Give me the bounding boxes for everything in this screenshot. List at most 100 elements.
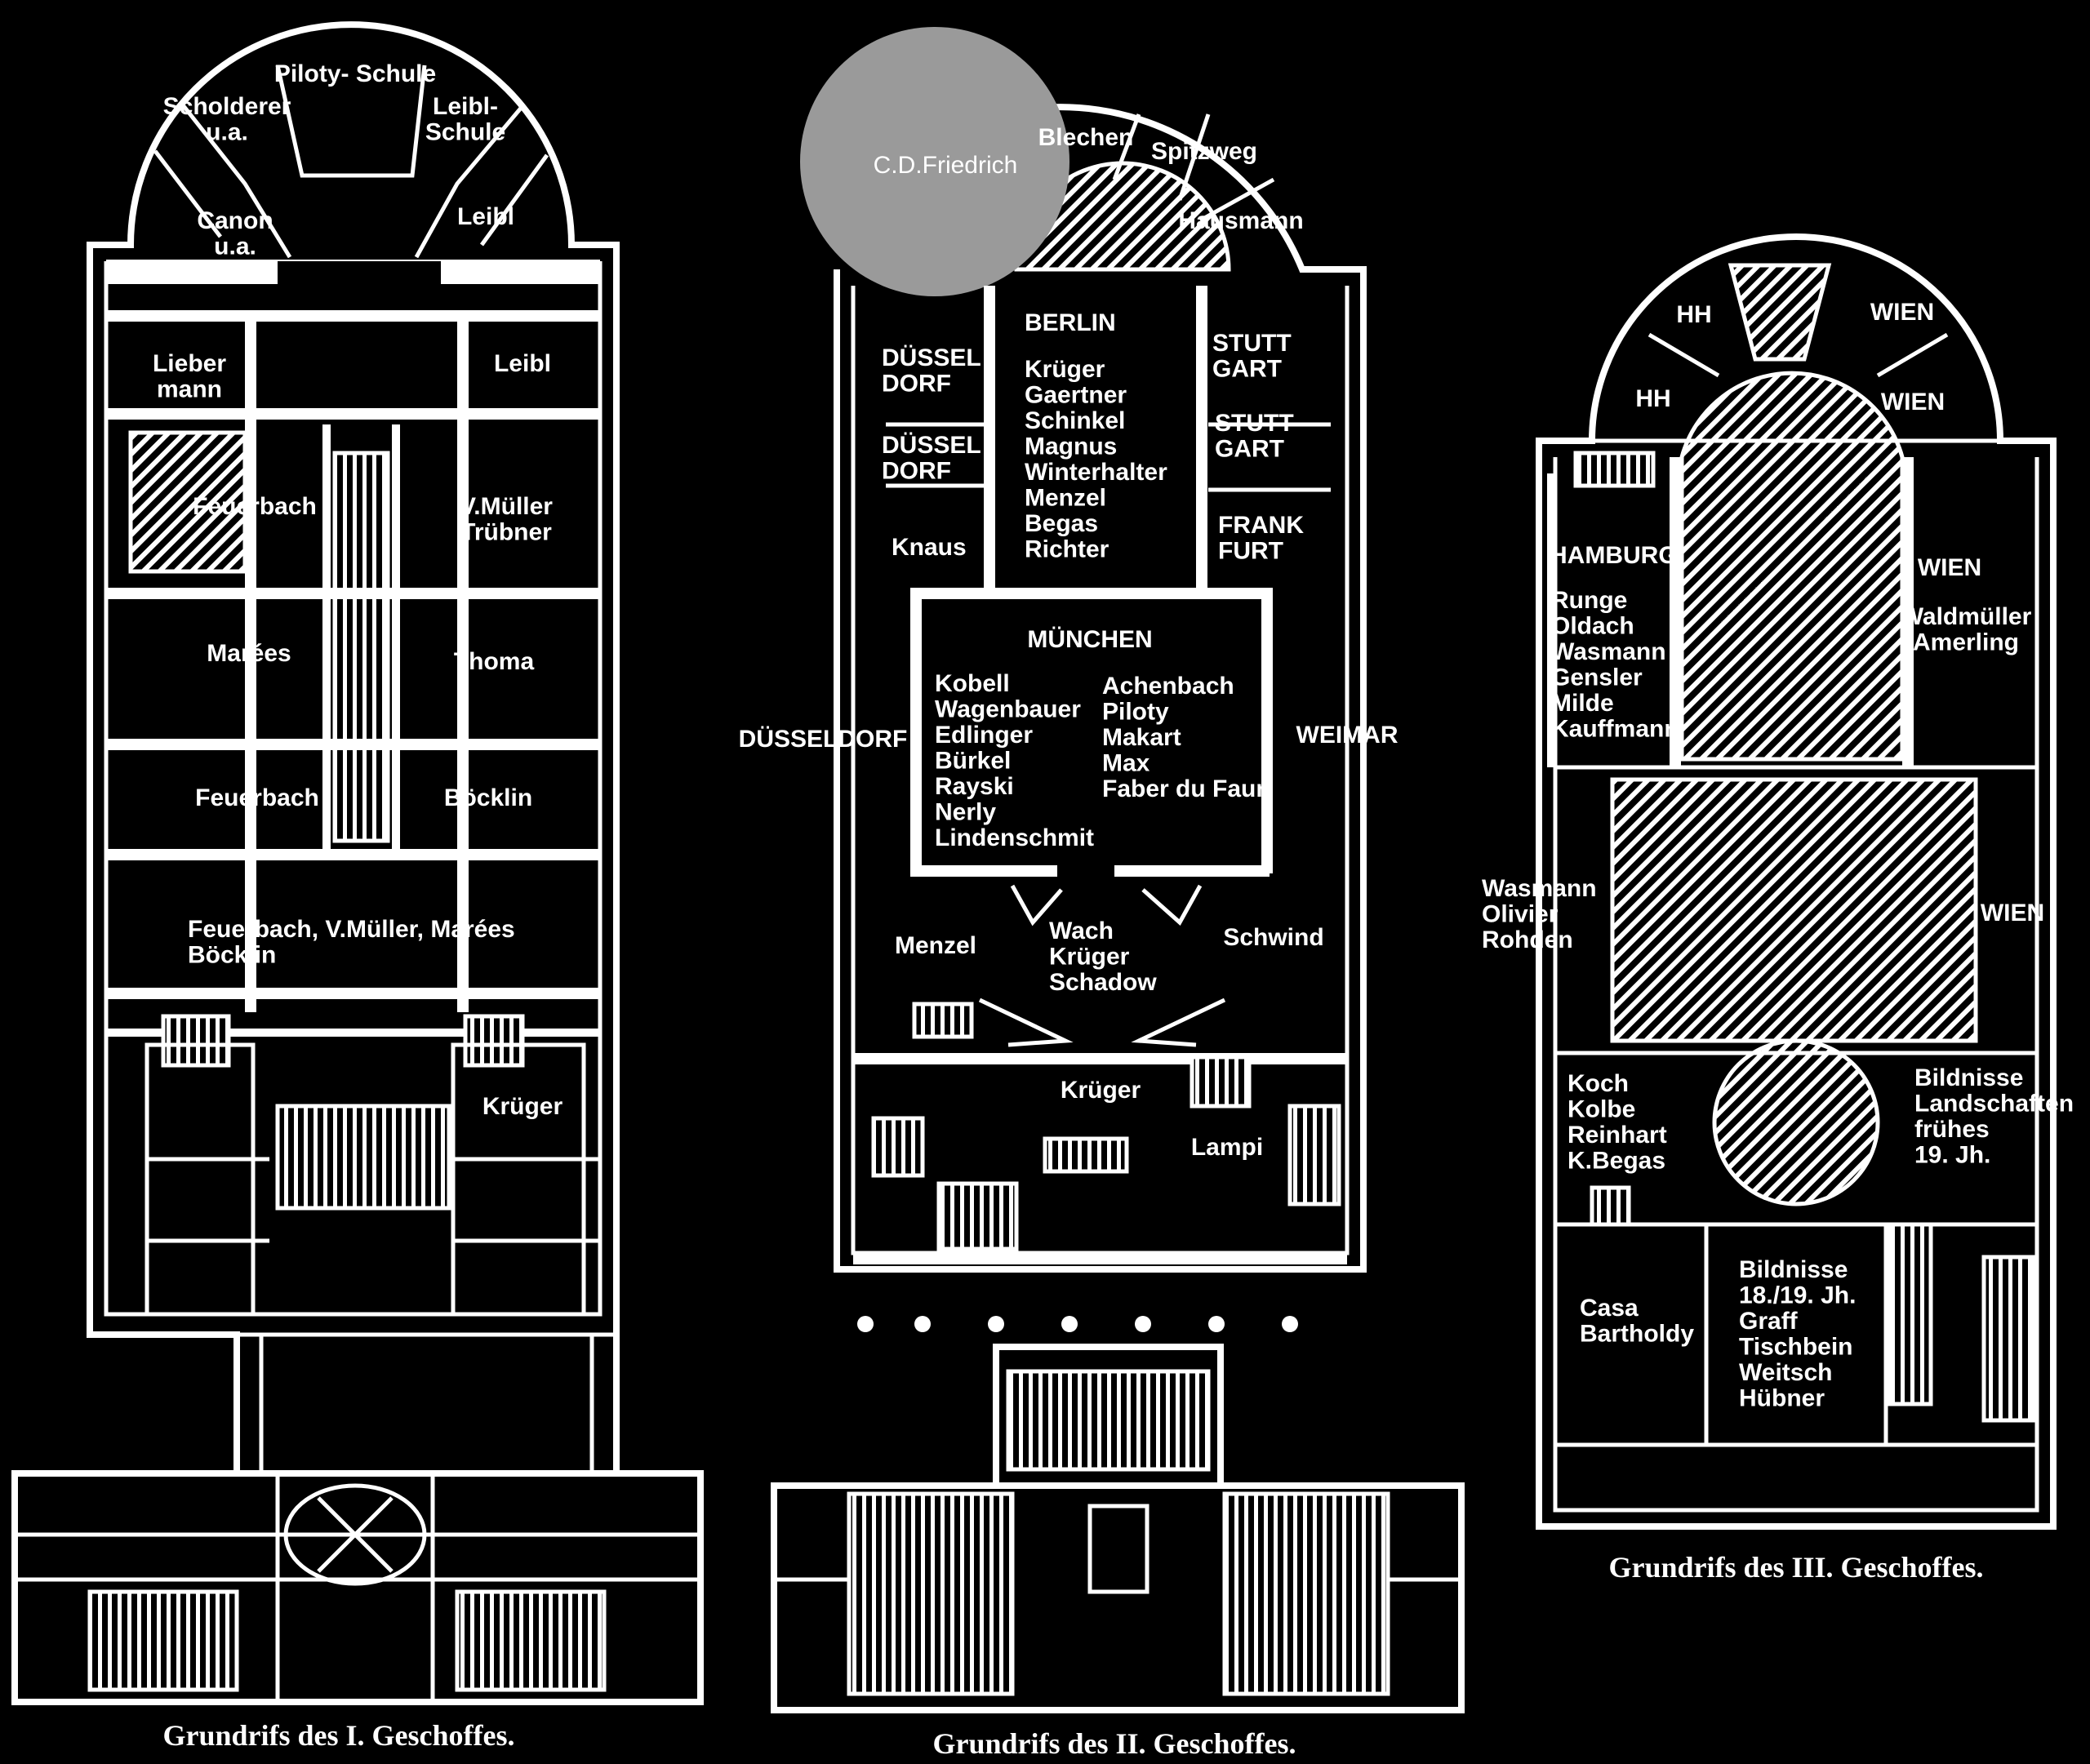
room-label: HAMBURG bbox=[1550, 542, 1678, 569]
room-label-line: Schinkel bbox=[1025, 407, 1125, 434]
room-label-line: Begas bbox=[1025, 510, 1098, 537]
room-label: WIEN bbox=[1981, 900, 2044, 926]
room-label: Spitzweg bbox=[1151, 138, 1257, 165]
room-label-line: Edlinger bbox=[935, 722, 1033, 749]
room-label: Menzel bbox=[895, 932, 976, 959]
room-label-line: Milde bbox=[1551, 690, 1614, 717]
room-label-line: Lieber bbox=[153, 350, 226, 377]
room-label-line: Rayski bbox=[935, 773, 1014, 800]
room-label-line: Gaertner bbox=[1025, 382, 1127, 409]
room-label-line: DORF bbox=[882, 458, 951, 485]
room-label-line: Bildnisse bbox=[1739, 1256, 1848, 1283]
room-label-line: Wasmann bbox=[1551, 638, 1666, 665]
room-label-line: FRANK bbox=[1218, 512, 1304, 539]
room-label-line: Olivier bbox=[1482, 901, 1559, 928]
room-label-line: 18./19. Jh. bbox=[1739, 1282, 1856, 1309]
room-label-line: Weitsch bbox=[1739, 1359, 1832, 1386]
room-label-line: Wasmann bbox=[1482, 875, 1597, 902]
room-label: MÜNCHEN bbox=[1027, 626, 1152, 653]
room-label-line: GART bbox=[1212, 356, 1282, 383]
room-label-line: Reinhart bbox=[1568, 1122, 1667, 1149]
room-label-line: Waldmüller bbox=[1901, 603, 2032, 630]
room-label-line: Bürkel bbox=[935, 748, 1011, 775]
room-label: Thoma bbox=[454, 648, 535, 675]
room-label-line: Faber du Faur bbox=[1102, 775, 1265, 802]
room-label: Pilotу- Schule bbox=[274, 60, 436, 87]
room-label-line: K.Begas bbox=[1568, 1148, 1665, 1175]
room-label-line: Makart bbox=[1102, 724, 1181, 751]
room-label-line: Kobell bbox=[935, 670, 1010, 697]
room-label-line: Böcklin bbox=[188, 942, 276, 969]
room-label-line: Nerly bbox=[935, 799, 996, 826]
room-label-line: Wagenbauer bbox=[935, 696, 1081, 723]
room-label-line: Trübner bbox=[460, 519, 552, 546]
room-label: Krüger bbox=[482, 1093, 563, 1120]
room-label: Leibl bbox=[494, 350, 551, 377]
highlight-circle bbox=[800, 27, 1069, 296]
room-label-line: FURT bbox=[1218, 538, 1283, 565]
room-label: Schwind bbox=[1223, 924, 1323, 951]
room-label: Marées bbox=[207, 640, 291, 667]
room-label: Knaus bbox=[892, 534, 967, 561]
room-label: Feuerbach bbox=[195, 784, 319, 811]
room-label-line: Leibl- bbox=[433, 93, 498, 120]
room-label-line: DÜSSEL bbox=[882, 344, 981, 371]
room-label: Lampi bbox=[1191, 1134, 1263, 1161]
room-label-line: Casa bbox=[1580, 1295, 1639, 1322]
room-label: Leibl bbox=[457, 203, 514, 230]
room-label-line: Max bbox=[1102, 750, 1150, 777]
room-label-line: Winterhalter bbox=[1025, 459, 1167, 486]
room-label-line: Rohden bbox=[1482, 926, 1573, 953]
room-label: WEIMAR bbox=[1296, 722, 1399, 749]
room-label: Leibl-Schule bbox=[425, 93, 505, 146]
room-label: DÜSSELDORF bbox=[739, 726, 908, 753]
room-label-line: Lindenschmit bbox=[935, 824, 1094, 851]
room-label-line: u.a. bbox=[206, 119, 248, 146]
room-label-line: GART bbox=[1215, 436, 1284, 463]
room-label-line: Amerling bbox=[1913, 629, 2019, 656]
room-label-line: frühes bbox=[1914, 1116, 1990, 1143]
room-label-line: Bartholdy bbox=[1580, 1321, 1694, 1348]
room-label-line: Richter bbox=[1025, 536, 1109, 563]
room-label-line: Landschaften bbox=[1914, 1091, 2074, 1117]
room-label: HH bbox=[1635, 385, 1670, 412]
room-label-line: Koch bbox=[1568, 1070, 1629, 1097]
room-label-line: Krüger bbox=[1049, 944, 1130, 971]
room-label-line: Scholderer bbox=[163, 93, 291, 120]
room-label: Feuerbach bbox=[193, 493, 317, 520]
plan-2-labels: C.D.Friedrich Blechen Spitzweg Hausmann … bbox=[739, 124, 1399, 1161]
room-label-line: STUTT bbox=[1212, 330, 1292, 357]
room-label-line: Menzel bbox=[1025, 485, 1106, 512]
room-label-line: Oldach bbox=[1551, 613, 1634, 640]
room-label-line: Wach bbox=[1049, 918, 1114, 944]
room-label-line: Kolbe bbox=[1568, 1096, 1635, 1123]
plan-floor-2: C.D.Friedrich Blechen Spitzweg Hausmann … bbox=[739, 27, 1465, 1760]
room-label-line: DORF bbox=[882, 371, 951, 398]
room-label-line: STUTT bbox=[1215, 410, 1294, 437]
room-label: WIEN bbox=[1870, 299, 1934, 326]
room-label-line: Graff bbox=[1739, 1308, 1799, 1335]
room-label-line: Hübner bbox=[1739, 1385, 1825, 1412]
room-label-line: Canon bbox=[197, 207, 273, 234]
room-label-line: Schule bbox=[425, 119, 505, 146]
plan-1-caption: Grundrifs des I. Geschoffes. bbox=[163, 1719, 515, 1752]
room-label-line: Schadow bbox=[1049, 969, 1157, 996]
